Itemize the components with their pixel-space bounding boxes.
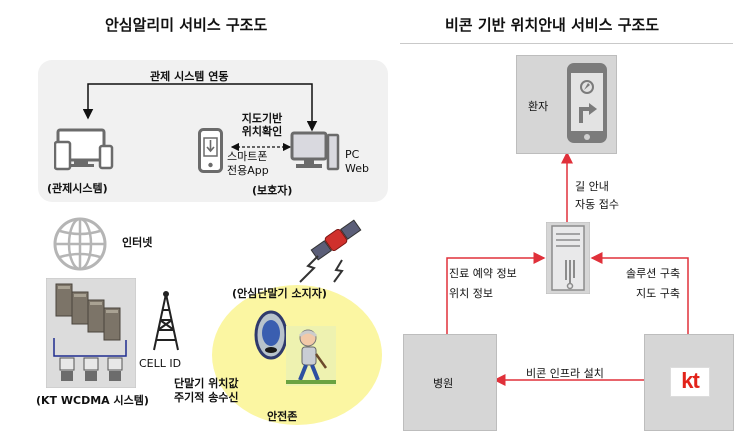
kt-to-server-arrow <box>590 252 689 334</box>
safe-zone-label: 안전존 <box>267 410 298 423</box>
pc-label-2: Web <box>345 162 369 175</box>
right-diagram-title: 비콘 기반 위치안내 서비스 구조도 <box>445 16 660 34</box>
map-check-label-2: 위치확인 <box>241 125 283 138</box>
devices-icon <box>54 128 114 171</box>
position-label-2: 주기적 송수신 <box>174 391 239 404</box>
control-system-label: (관제시스템) <box>47 182 108 195</box>
infra-label: 비콘 인프라 설치 <box>526 367 604 380</box>
kt-logo: kt <box>670 367 710 397</box>
left-diagram-title: 안심알리미 서비스 구조도 <box>105 16 268 34</box>
control-link-arrow <box>82 83 318 132</box>
hospital-box <box>403 334 497 431</box>
solution-label-2: 지도 구축 <box>636 287 680 300</box>
pc-icon <box>290 131 340 171</box>
server-rack-icon <box>46 278 136 388</box>
globe-icon <box>53 217 107 271</box>
smartphone-label-2: 전용App <box>227 164 269 177</box>
control-link-label: 관제 시스템 연동 <box>150 70 229 83</box>
title-divider <box>400 43 733 44</box>
solution-label-1: 솔루션 구축 <box>626 267 681 280</box>
internet-label: 인터넷 <box>122 236 153 249</box>
cell-tower-icon <box>153 291 179 351</box>
reserve-label-1: 진료 예약 정보 <box>449 267 517 280</box>
guardian-label: (보호자) <box>252 184 293 197</box>
hospital-label: 병원 <box>433 377 454 390</box>
patient-label: 환자 <box>528 100 549 113</box>
kt-logo-text: kt <box>681 368 700 393</box>
smartphone-icon <box>198 128 223 173</box>
position-label-1: 단말기 위치값 <box>174 377 239 390</box>
map-check-label-1: 지도기반 <box>241 112 283 125</box>
route-label-1: 길 안내 <box>575 180 609 193</box>
satellite-icon <box>299 219 362 283</box>
hospital-to-server-arrow <box>446 252 546 334</box>
reserve-label-2: 위치 정보 <box>449 287 493 300</box>
route-label-2: 자동 접수 <box>575 198 619 211</box>
elderly-person-icon <box>286 326 336 386</box>
server-icon <box>546 222 590 294</box>
smartphone-label-1: 스마트폰 <box>227 150 268 163</box>
kt-box <box>644 334 734 431</box>
pc-label-1: PC <box>345 148 360 161</box>
cell-id-label: CELL ID <box>139 357 182 370</box>
safe-terminal-label: (안심단말기 소지자) <box>232 287 327 300</box>
phone-navigation-icon <box>567 63 607 143</box>
kt-wcdma-label: (KT WCDMA 시스템) <box>36 394 149 407</box>
